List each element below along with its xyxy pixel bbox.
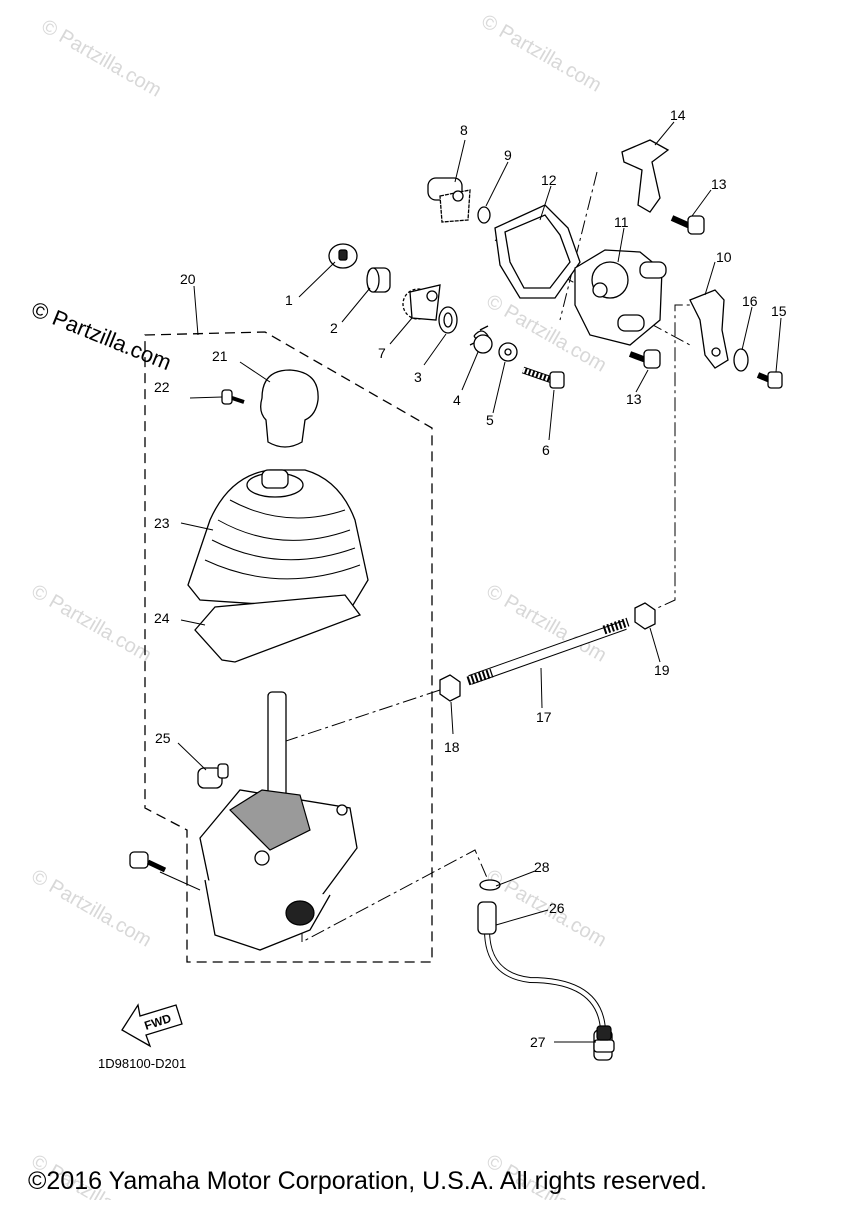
callout-1: 1 [285,292,293,308]
callout-18: 18 [444,739,460,755]
part-16-washer [733,348,749,372]
part-23-boot [187,469,369,611]
callout-labels: 1 2 7 3 4 5 6 8 9 12 11 14 13 10 16 15 1… [154,107,787,1050]
part-15-bolt [756,371,783,389]
callout-28: 28 [534,859,550,875]
callout-27: 27 [530,1034,546,1050]
part-24-gasket [194,594,362,663]
part-7-gear [402,284,441,321]
part-9-o-ring [477,206,491,224]
part-18-nut [439,674,461,702]
part-28-clip [479,879,501,891]
shifter-housing [199,691,358,951]
watermark: © Partzilla.com [28,865,156,951]
part-25-fitting [197,763,229,789]
callout-21: 21 [212,348,228,364]
assembly-outline-20 [144,331,433,963]
housing-bolt [129,851,167,873]
callout-14: 14 [670,107,686,123]
callout-15: 15 [771,303,787,319]
watermark-dark: © Partzilla.com [28,296,175,375]
part-17-rod [466,617,630,686]
callout-2: 2 [330,320,338,336]
callout-26: 26 [549,900,565,916]
callout-22: 22 [154,379,170,395]
part-6-bolt [521,366,565,389]
part-2-bushing [366,267,391,293]
leader-lines [159,121,782,1043]
watermark: © Partzilla.com [38,15,166,101]
part-14-bracket [621,139,670,213]
callout-4: 4 [453,392,461,408]
diagram-code: 1D98100-D201 [98,1056,186,1071]
callout-5: 5 [486,412,494,428]
callout-13-lower: 13 [626,391,642,407]
callout-20: 20 [180,271,196,287]
callout-16: 16 [742,293,758,309]
part-13-bolt-lower [628,349,661,369]
callout-6: 6 [542,442,550,458]
fwd-arrow-icon: FWD [121,1003,183,1048]
callout-3: 3 [414,369,422,385]
callout-9: 9 [504,147,512,163]
watermark: © Partzilla.com [28,580,156,666]
callout-24: 24 [154,610,170,626]
part-4-spring [469,325,493,354]
part-10-lever [689,289,729,369]
callout-13-upper: 13 [711,176,727,192]
callout-25: 25 [155,730,171,746]
part-13-bolt-upper [670,215,705,235]
callout-19: 19 [654,662,670,678]
part-21-knob [260,369,319,448]
part-11-housing [574,249,667,346]
watermark: © Partzilla.com [483,865,611,951]
callout-10: 10 [716,249,732,265]
callout-8: 8 [460,122,468,138]
callout-11: 11 [614,214,629,230]
part-22-screw [221,389,245,405]
callout-17: 17 [536,709,552,725]
copyright-text: ©2016 Yamaha Motor Corporation, U.S.A. A… [28,1167,707,1195]
callout-23: 23 [154,515,170,531]
part-19-nut [634,602,656,630]
part-1-cap [328,243,358,269]
callout-12: 12 [541,172,557,188]
part-8-gear-shaft [427,177,471,223]
watermark: © Partzilla.com [478,10,606,96]
callout-7: 7 [378,345,386,361]
part-27-plug [593,1025,615,1053]
